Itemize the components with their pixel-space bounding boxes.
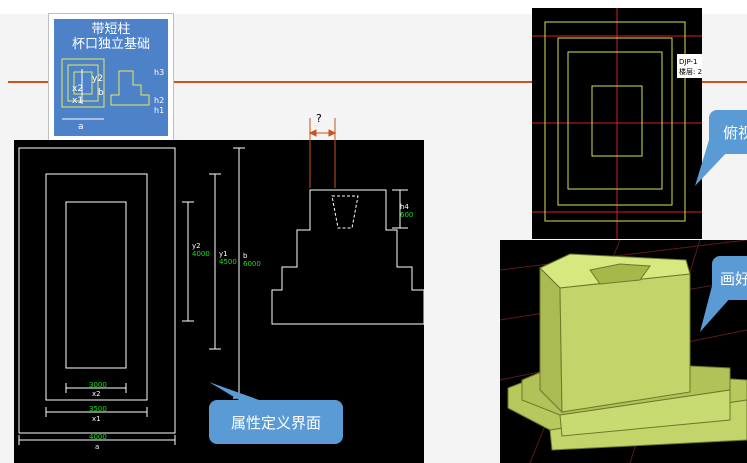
top-inner-rect: [591, 85, 643, 157]
h4-label: h4: [400, 203, 409, 211]
question-mark-label: ?: [316, 112, 322, 125]
thumbnail-title-line1: 带短柱: [91, 22, 131, 37]
iso-view-callout-text: 画好: [720, 270, 747, 288]
thumbnail-panel: 带短柱 杯口独立基础 a x1 x2 y2 b h3 h2 h1: [54, 19, 168, 136]
top-view-callout-text: 俯视: [723, 124, 747, 142]
footing-type-thumbnail[interactable]: 带短柱 杯口独立基础 a x1 x2 y2 b h3 h2 h1: [49, 14, 173, 141]
plan-inner-rect: [65, 201, 127, 369]
iso-view-callout: 画好: [700, 256, 747, 332]
x2-label: x2: [92, 390, 101, 398]
thumb-label-h3: h3: [154, 68, 164, 77]
x1-label: x1: [92, 415, 101, 423]
y2-value: 4000: [192, 250, 210, 258]
thumb-label-h2: h2: [154, 96, 164, 105]
thumb-label-x2: x2: [72, 84, 83, 94]
top-second-rect: [557, 37, 673, 206]
3d-view-panel: [500, 240, 747, 463]
top-tag-line1: DJP-1: [679, 58, 698, 66]
top-view-callout: 俯视: [695, 110, 747, 186]
a-value: 4000: [89, 433, 107, 441]
thumbnail-title-line2: 杯口独立基础: [71, 37, 150, 52]
footing-section-profile: [271, 189, 424, 325]
property-callout-text: 属性定义界面: [230, 414, 321, 432]
thumb-label-h1: h1: [154, 106, 164, 115]
top-tag-line2: 楼层: 2: [679, 67, 702, 76]
plan-middle-rect: [45, 173, 148, 401]
y2-label: y2: [192, 242, 201, 250]
thumb-label-y2: y2: [92, 74, 103, 84]
property-callout: 属性定义界面: [209, 382, 343, 444]
top-view-drawing: DJP-1 楼层: 2: [532, 8, 702, 239]
3d-footing-model: [500, 240, 747, 463]
cup-opening-dashed: [331, 195, 359, 229]
section-drawing: 4000 4500 6000 3000 3500 4000 600 y2 y1 …: [18, 147, 424, 451]
h4-value: 600: [400, 211, 413, 219]
top-view-panel: DJP-1 楼层: 2: [532, 8, 702, 239]
b-value: 6000: [243, 260, 261, 268]
top-outer-rect: [544, 21, 686, 222]
x1-value: 3500: [89, 405, 107, 413]
accent-divider-line: [8, 81, 747, 83]
y1-label: y1: [219, 250, 228, 258]
x2-value: 3000: [89, 381, 107, 389]
thumb-label-b: b: [98, 88, 104, 98]
top-third-rect: [567, 51, 663, 190]
thumbnail-diagram-icon: a x1 x2 y2 b h3 h2 h1: [61, 58, 164, 132]
thumb-label-x1: x1: [72, 96, 83, 106]
y1-value: 4500: [219, 258, 237, 266]
b-label: b: [243, 252, 248, 260]
question-dimension: ?: [308, 112, 337, 188]
thumb-label-a: a: [78, 122, 84, 132]
plan-outer-rect: [18, 147, 176, 434]
a-label: a: [95, 443, 99, 451]
